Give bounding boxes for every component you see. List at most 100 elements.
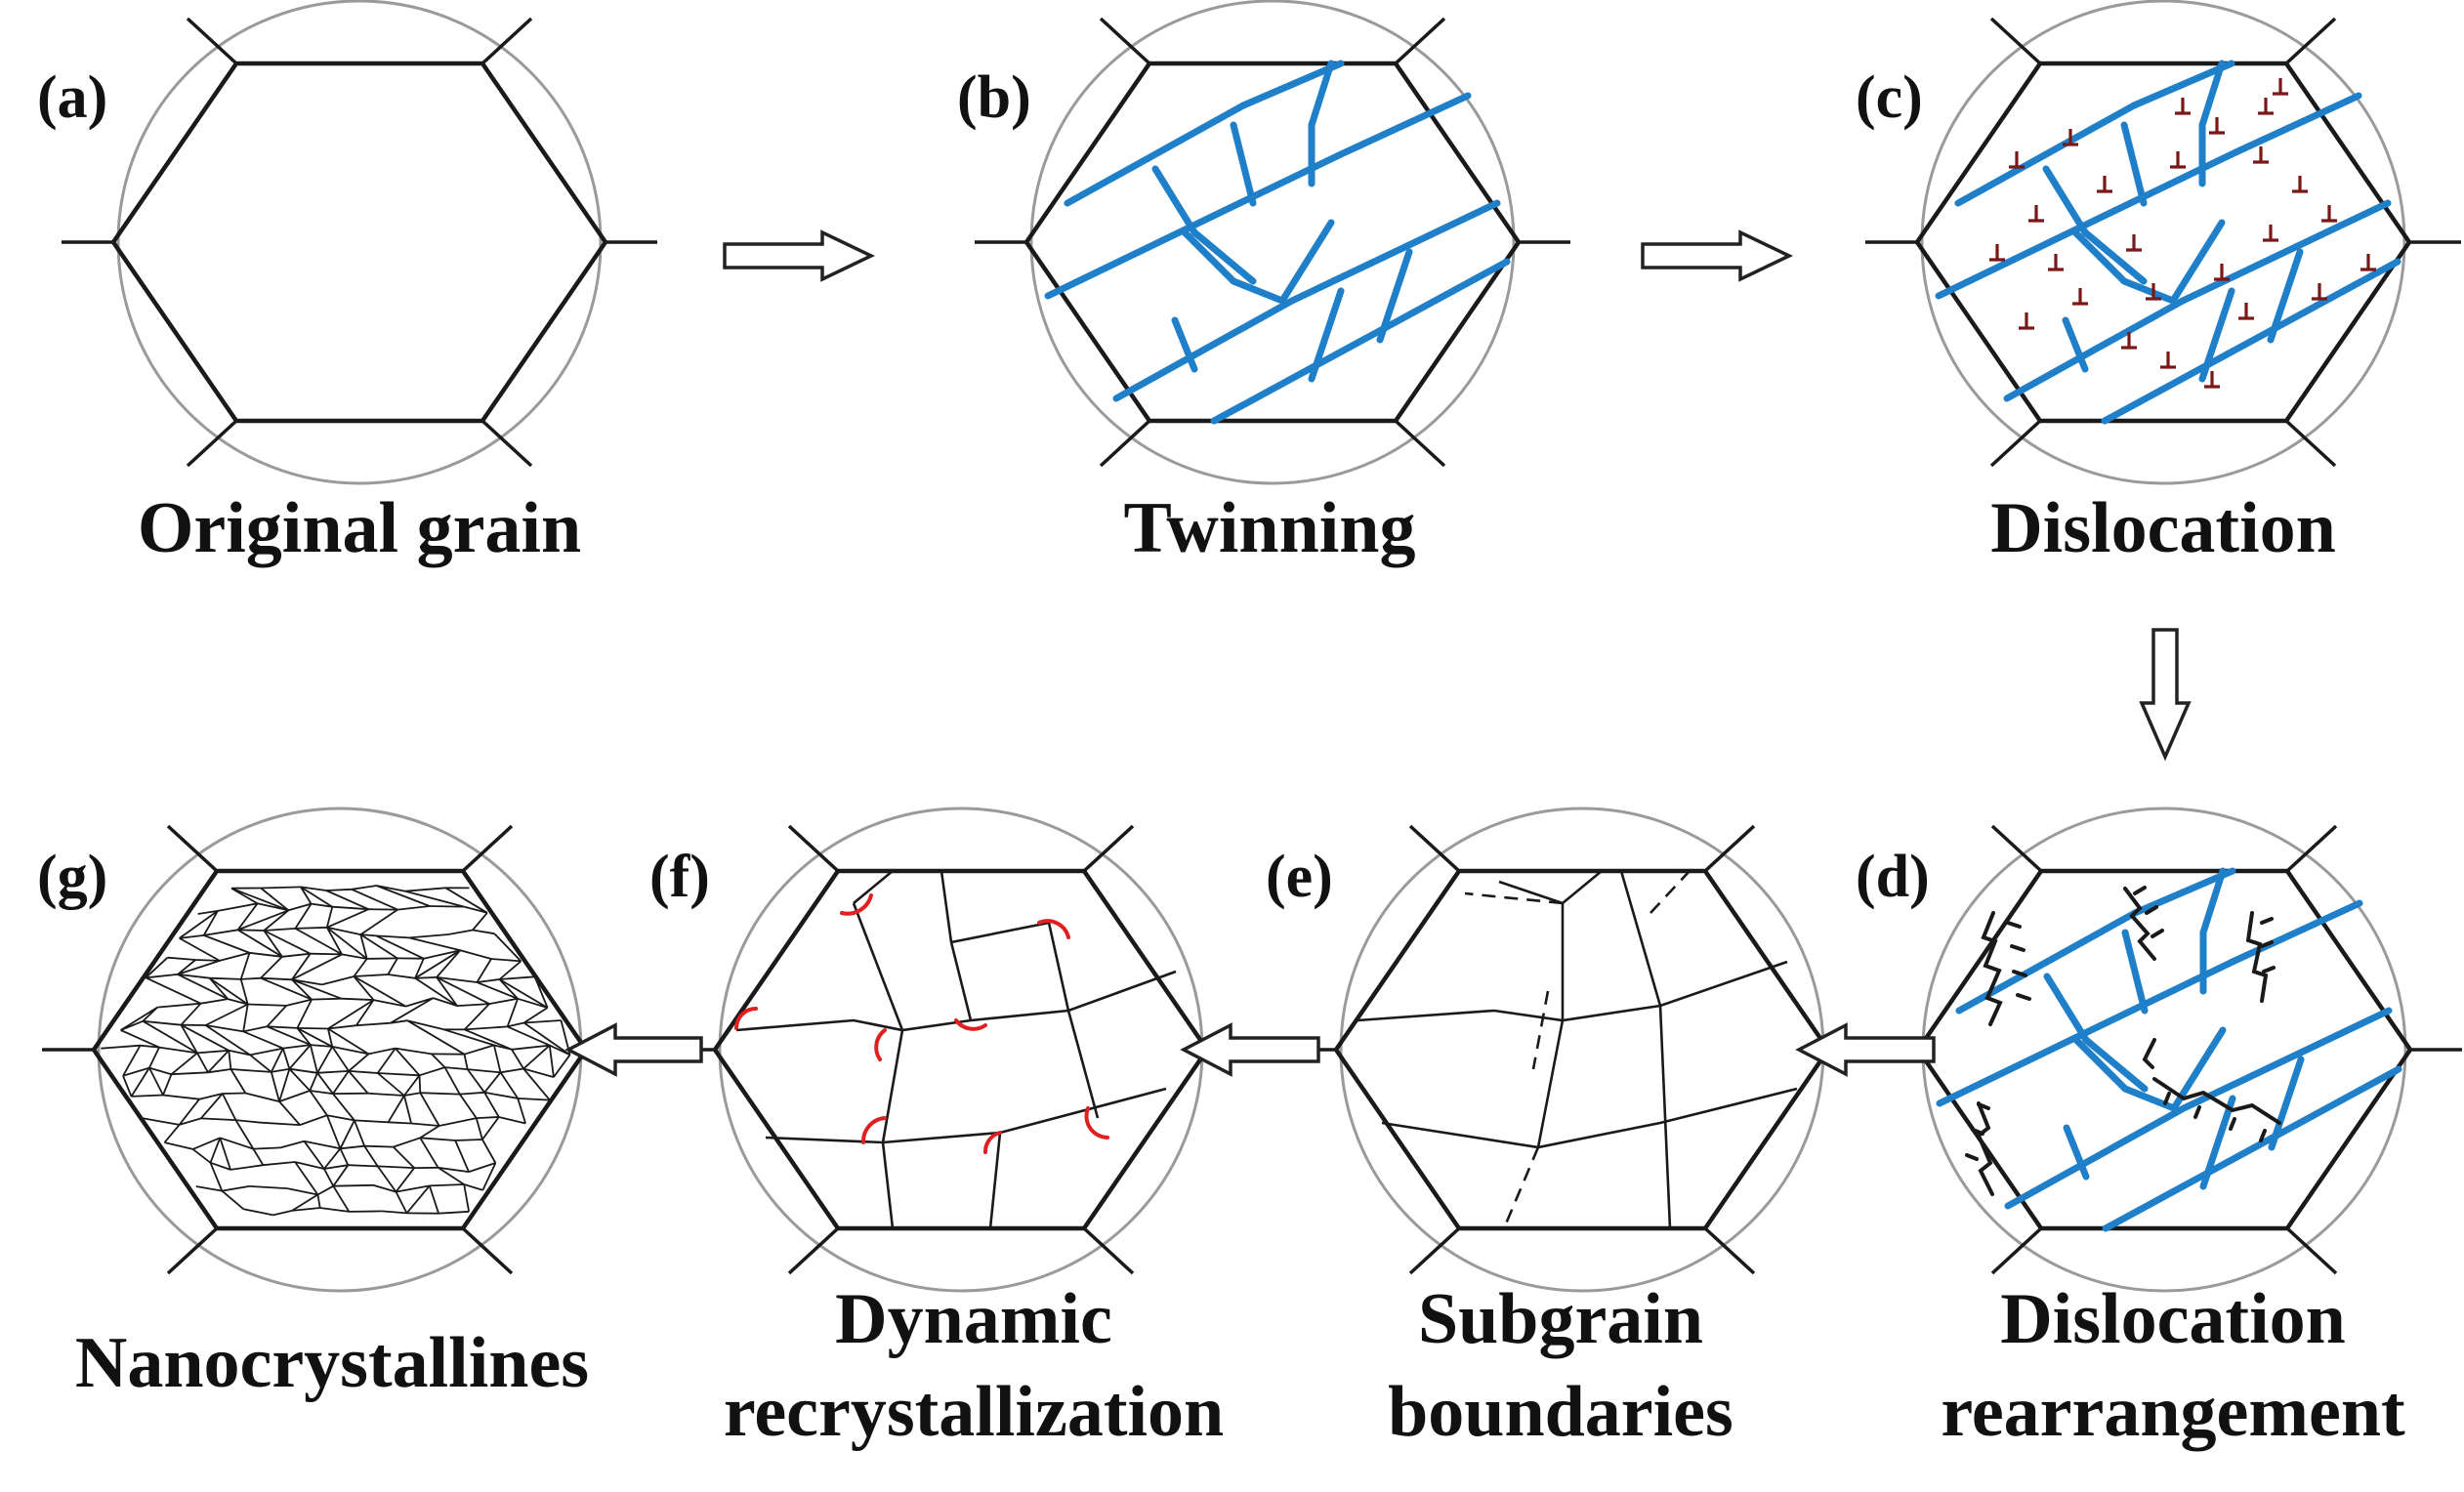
nanocrystal-boundary xyxy=(463,1183,470,1212)
nanocrystal-boundary xyxy=(291,978,313,1001)
nanocrystal-boundary xyxy=(195,959,220,962)
panel-label-g: (g) xyxy=(37,844,107,910)
nanocrystal-boundary xyxy=(325,906,334,929)
nanocrystal-boundary xyxy=(209,976,249,1006)
nanocrystal-boundary xyxy=(236,902,259,931)
nanocrystal-boundary xyxy=(316,1184,334,1196)
nanocrystal-boundary xyxy=(279,1140,305,1149)
nanocrystal-boundary xyxy=(390,997,434,1024)
caption-g: Nanocrystallines xyxy=(75,1323,589,1403)
nanocrystal-boundary xyxy=(209,1162,224,1191)
nanocrystal-boundary xyxy=(388,1121,412,1125)
nanocrystal-boundary xyxy=(463,1183,483,1191)
nanocrystal-boundary xyxy=(420,1137,456,1141)
nanocrystal-boundary xyxy=(237,929,265,932)
nanocrystal-boundary xyxy=(468,1162,496,1173)
grain-cell xyxy=(663,807,1259,1293)
nanocrystal-boundary xyxy=(353,975,406,1008)
nanocrystal-boundary xyxy=(296,1027,312,1046)
panel-d xyxy=(1866,807,2462,1293)
nanocrystal-boundary xyxy=(300,886,327,891)
nanocrystal-boundary xyxy=(278,1100,301,1126)
nanocrystal-boundary xyxy=(419,1125,440,1140)
nanocrystal-boundary xyxy=(321,975,355,986)
nanocrystal-boundary xyxy=(243,1025,268,1033)
nanocrystal-boundary xyxy=(522,1067,551,1101)
nanocrystal-boundary xyxy=(310,1044,333,1048)
nanocrystal-boundary xyxy=(191,1148,212,1164)
nanocrystal-boundary xyxy=(368,1047,396,1056)
nanocrystal-boundary xyxy=(493,1045,502,1073)
nanocrystal-boundary xyxy=(332,1046,369,1056)
nanocrystal-boundary xyxy=(296,999,313,1029)
nanocrystal-boundary xyxy=(288,1068,311,1092)
nanocrystal-boundary xyxy=(164,1141,193,1150)
grain-cell xyxy=(42,807,638,1293)
nanocrystal-boundary xyxy=(429,1183,465,1187)
nanocrystal-boundary xyxy=(376,934,409,939)
nanocrystal-boundary xyxy=(145,976,201,1005)
caption-c: Dislocation xyxy=(1990,488,2336,568)
nanocrystal-boundary xyxy=(327,1027,369,1056)
nanocrystal-boundary xyxy=(406,1019,465,1056)
nanocrystal-boundary xyxy=(463,905,488,914)
nanocrystal-boundary xyxy=(444,887,488,914)
nanocrystal-boundary xyxy=(239,952,251,980)
panel-labels: (a) (b) (c) (d) (e) (f) (g) xyxy=(37,64,1930,910)
nanocrystal-boundary xyxy=(472,912,488,932)
nanocrystal-boundary xyxy=(481,1139,497,1164)
nanocrystal-boundary xyxy=(192,1137,221,1150)
caption-d-line1: Dislocation xyxy=(2000,1279,2346,1359)
nanocrystal-boundary xyxy=(420,1092,460,1096)
nanocrystal-boundary xyxy=(404,890,465,908)
nanocrystal-boundary xyxy=(405,1184,431,1214)
nanocrystal-boundary xyxy=(221,1189,244,1210)
nanocrystal-boundary xyxy=(157,1002,201,1009)
nanocrystal-boundary xyxy=(142,1020,198,1055)
nanocrystal-boundary xyxy=(222,1185,250,1192)
nanocrystal-boundary xyxy=(354,1120,366,1147)
nanocrystal-boundary xyxy=(203,929,238,936)
nanocrystal-boundary xyxy=(120,1006,158,1031)
nanocrystal-boundary xyxy=(289,1067,318,1074)
nanocrystal-boundary xyxy=(332,1070,350,1095)
nanocrystal-boundary xyxy=(319,1207,350,1213)
nanocrystal-boundary xyxy=(240,976,262,980)
caption-e-line1: Subgrain xyxy=(1418,1279,1703,1359)
nanocrystal-boundary xyxy=(288,1044,312,1070)
panel-label-c: (c) xyxy=(1856,64,1923,131)
nanocrystal-boundary xyxy=(101,1044,141,1050)
nanocrystal-boundary xyxy=(228,998,248,1006)
nanocrystal-boundary xyxy=(429,905,465,908)
nanocrystal-boundary xyxy=(316,1194,321,1209)
nanocrystal-boundary xyxy=(523,1019,562,1024)
nucleation-arcs xyxy=(734,893,1109,1154)
nanocrystal-boundary xyxy=(390,1019,408,1024)
subgrain-boundaries xyxy=(1357,869,1798,1229)
panel-label-b: (b) xyxy=(957,64,1031,131)
nanocrystal-boundary xyxy=(443,1028,495,1047)
nanocrystal-boundary xyxy=(506,998,519,1027)
nanocrystal-boundary xyxy=(428,1185,439,1214)
nanocrystal-boundary xyxy=(122,1045,142,1077)
nanocrystal-boundary xyxy=(332,905,369,911)
nanocrystal-boundary xyxy=(493,1044,513,1051)
nanocrystal-boundary xyxy=(499,1071,519,1099)
nanocrystal-boundary xyxy=(438,1167,465,1185)
nanocrystal-boundary xyxy=(423,949,461,960)
dislocation-symbols xyxy=(1987,76,2378,389)
nanocrystal-boundary xyxy=(208,977,229,1000)
nanocrystal-boundary xyxy=(522,1044,551,1070)
nanocrystal-boundary xyxy=(257,902,289,912)
nanocrystal-boundary xyxy=(325,890,369,911)
nanocrystal-boundary xyxy=(177,974,210,979)
nanocrystal-boundary xyxy=(242,1030,284,1050)
nanocrystal-boundary xyxy=(439,1210,470,1215)
nanocrystal-boundary xyxy=(396,1184,430,1193)
nanocrystal-boundary xyxy=(261,886,302,890)
nanocrystal-boundary xyxy=(463,1054,469,1070)
nanocrystal-boundary xyxy=(553,1054,571,1078)
nanocrystal-boundary xyxy=(382,1210,407,1215)
nanocrystal-boundary xyxy=(267,1025,312,1046)
nanocrystal-boundary xyxy=(498,960,522,980)
